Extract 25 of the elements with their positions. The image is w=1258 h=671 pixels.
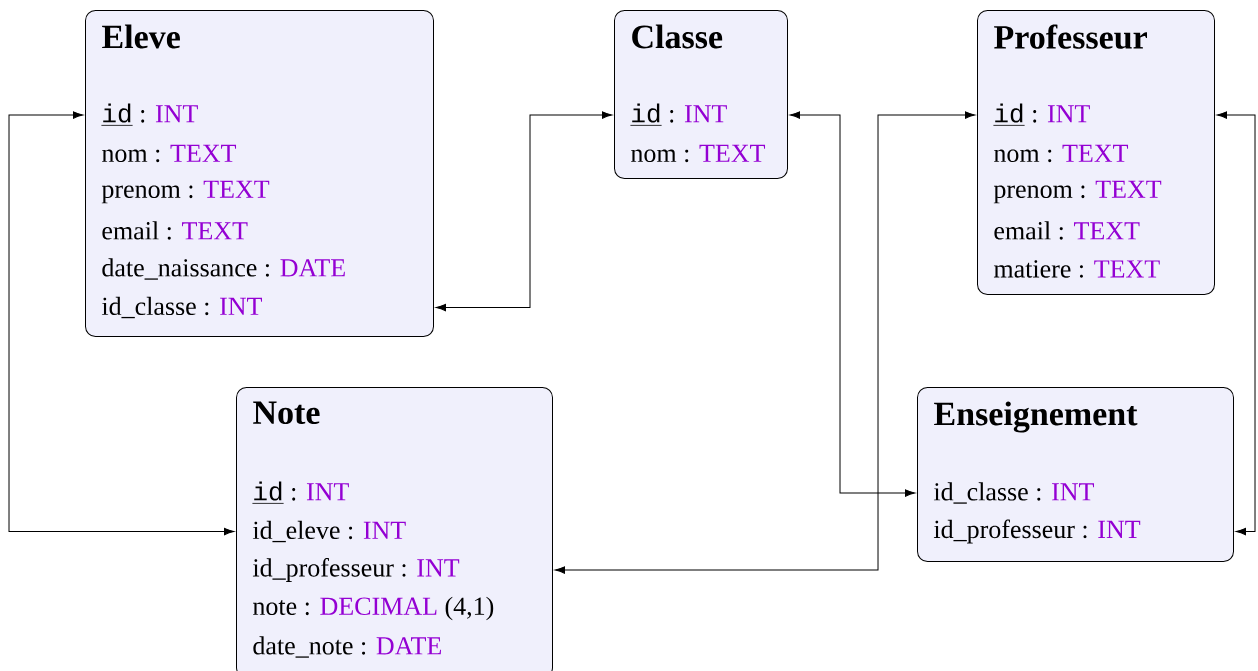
- field-row: nom : TEXT: [631, 144, 766, 163]
- field-row: id : INT: [630, 103, 727, 126]
- field-row: id_professeur : INT: [252, 558, 460, 582]
- field-row: id : INT: [993, 103, 1090, 126]
- arrow: [8, 111, 235, 536]
- field-row: prenom : TEXT: [101, 180, 270, 204]
- field-row: nom : TEXT: [102, 144, 237, 163]
- field-row: date_note : DATE: [253, 636, 441, 658]
- field-row: matiere : TEXT: [993, 260, 1160, 278]
- field-row: note : DECIMAL (4,1): [253, 596, 494, 621]
- arrow: [789, 111, 916, 497]
- field-row: id_classe : INT: [933, 482, 1094, 504]
- field-row: date_naissance : DATE: [102, 258, 345, 280]
- field-row: id : INT: [101, 103, 198, 126]
- arrow: [435, 111, 613, 312]
- arrow: [1216, 111, 1256, 536]
- field-row: nom : TEXT: [994, 144, 1129, 163]
- field-row: email : TEXT: [102, 221, 248, 240]
- field-row: id_professeur : INT: [933, 519, 1141, 544]
- field-row: prenom : TEXT: [993, 180, 1162, 204]
- field-row: id_eleve : INT: [252, 520, 406, 543]
- field-row: id_classe : INT: [101, 296, 262, 319]
- field-row: email : TEXT: [994, 221, 1140, 240]
- arrow: [554, 111, 976, 574]
- field-row: id : INT: [252, 481, 349, 504]
